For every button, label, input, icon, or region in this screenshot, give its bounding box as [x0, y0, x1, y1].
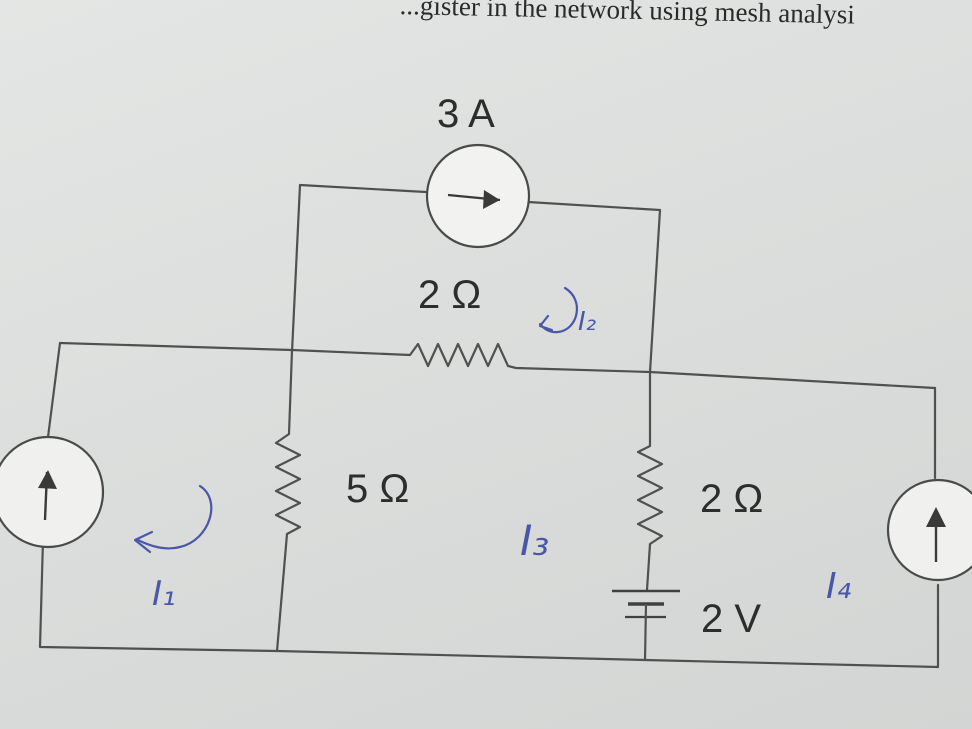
current-source-top-circle	[425, 143, 531, 249]
current-source-top-label: 3 A	[437, 92, 495, 136]
current-source-right-circle	[886, 478, 972, 582]
battery-lead	[643, 603, 648, 661]
curved-arrow-icon	[136, 484, 213, 550]
wire-top-right	[526, 200, 662, 374]
wire-bottom	[275, 649, 940, 669]
mesh-label-i3: I₃	[520, 516, 549, 565]
resistor-top-label: 2 Ω	[418, 273, 481, 317]
mesh-label-i1: I₁	[152, 574, 176, 614]
curved-arrow-head-icon	[133, 530, 154, 554]
resistor-right-label: 2 Ω	[700, 477, 763, 521]
battery-2v	[612, 589, 680, 661]
mesh-label-i2: I₂	[578, 307, 596, 337]
wire-middle-horizontal	[58, 341, 937, 390]
mesh-arrow-i1	[133, 484, 213, 554]
arrow-up-head-icon	[38, 470, 57, 489]
resistor-right	[636, 370, 664, 592]
arrow-up-head-icon	[926, 507, 946, 527]
battery-label: 2 V	[701, 597, 761, 641]
resistor-left-label: 5 Ω	[346, 467, 409, 511]
curved-arrow-head-icon	[538, 314, 554, 332]
wire-left-vertical-top	[45, 341, 62, 447]
current-source-left-circle	[0, 435, 105, 549]
mesh-label-i4: I₄	[826, 566, 852, 607]
mesh-arrow-i2	[538, 286, 578, 334]
current-source-right	[886, 478, 972, 582]
arrow-right-head-icon	[483, 190, 500, 209]
resistor-left	[274, 348, 302, 653]
current-source-top	[425, 143, 531, 249]
wire-left-vertical-bottom	[38, 538, 279, 653]
current-source-left	[0, 435, 105, 549]
curved-arrow-icon	[538, 286, 578, 334]
wire-top-left	[290, 183, 428, 354]
